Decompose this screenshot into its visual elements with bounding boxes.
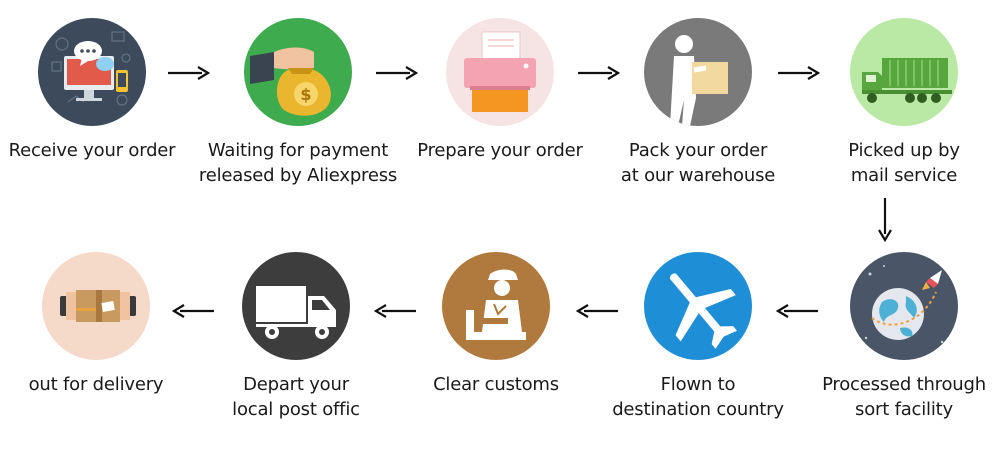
step-prepare-order: Prepare your order xyxy=(400,18,600,163)
step-pack-order: Pack your order at our warehouse xyxy=(598,18,798,188)
computer-order-icon xyxy=(38,18,146,126)
arrow-left-icon xyxy=(776,302,820,320)
arrow-right-icon xyxy=(776,64,820,82)
step-label: Pack your order at our warehouse xyxy=(620,140,776,186)
airplane-icon xyxy=(644,252,752,360)
step-label: Clear customs xyxy=(433,374,559,395)
step-flown: Flown to destination country xyxy=(598,252,798,422)
step-depart-post-office: Depart your local post offic xyxy=(196,252,396,422)
arrow-right-icon xyxy=(576,64,620,82)
parcel-icon xyxy=(42,252,150,360)
arrow-right-icon xyxy=(166,64,210,82)
step-waiting-payment: $ Waiting for payment released by Aliexp… xyxy=(198,18,398,188)
step-label: Prepare your order xyxy=(417,140,583,161)
delivery-van-icon xyxy=(242,252,350,360)
step-label: Flown to destination country xyxy=(612,374,784,420)
step-label: Picked up by mail service xyxy=(848,140,960,186)
step-out-for-delivery: out for delivery xyxy=(0,252,196,397)
step-clear-customs: Clear customs xyxy=(396,252,596,397)
globe-rocket-icon xyxy=(850,252,958,360)
step-receive-order: Receive your order xyxy=(0,18,192,163)
step-label: Depart your local post offic xyxy=(232,374,360,420)
arrow-left-icon xyxy=(374,302,418,320)
arrow-right-icon xyxy=(374,64,418,82)
printer-icon xyxy=(446,18,554,126)
arrow-left-icon xyxy=(172,302,216,320)
step-label: Receive your order xyxy=(8,140,176,161)
step-label: Waiting for payment released by Aliexpre… xyxy=(198,140,398,186)
svg-text:$: $ xyxy=(300,85,311,104)
step-label: Processed through sort facility xyxy=(822,374,986,420)
step-label: out for delivery xyxy=(28,374,164,395)
customs-officer-icon xyxy=(442,252,550,360)
arrow-left-icon xyxy=(576,302,620,320)
arrow-down-icon xyxy=(876,196,894,242)
step-picked-up: Picked up by mail service xyxy=(804,18,1000,188)
money-bag-hand-icon: $ xyxy=(244,18,352,126)
truck-icon xyxy=(850,18,958,126)
step-sort-facility: Processed through sort facility xyxy=(804,252,1000,422)
worker-box-icon xyxy=(644,18,752,126)
